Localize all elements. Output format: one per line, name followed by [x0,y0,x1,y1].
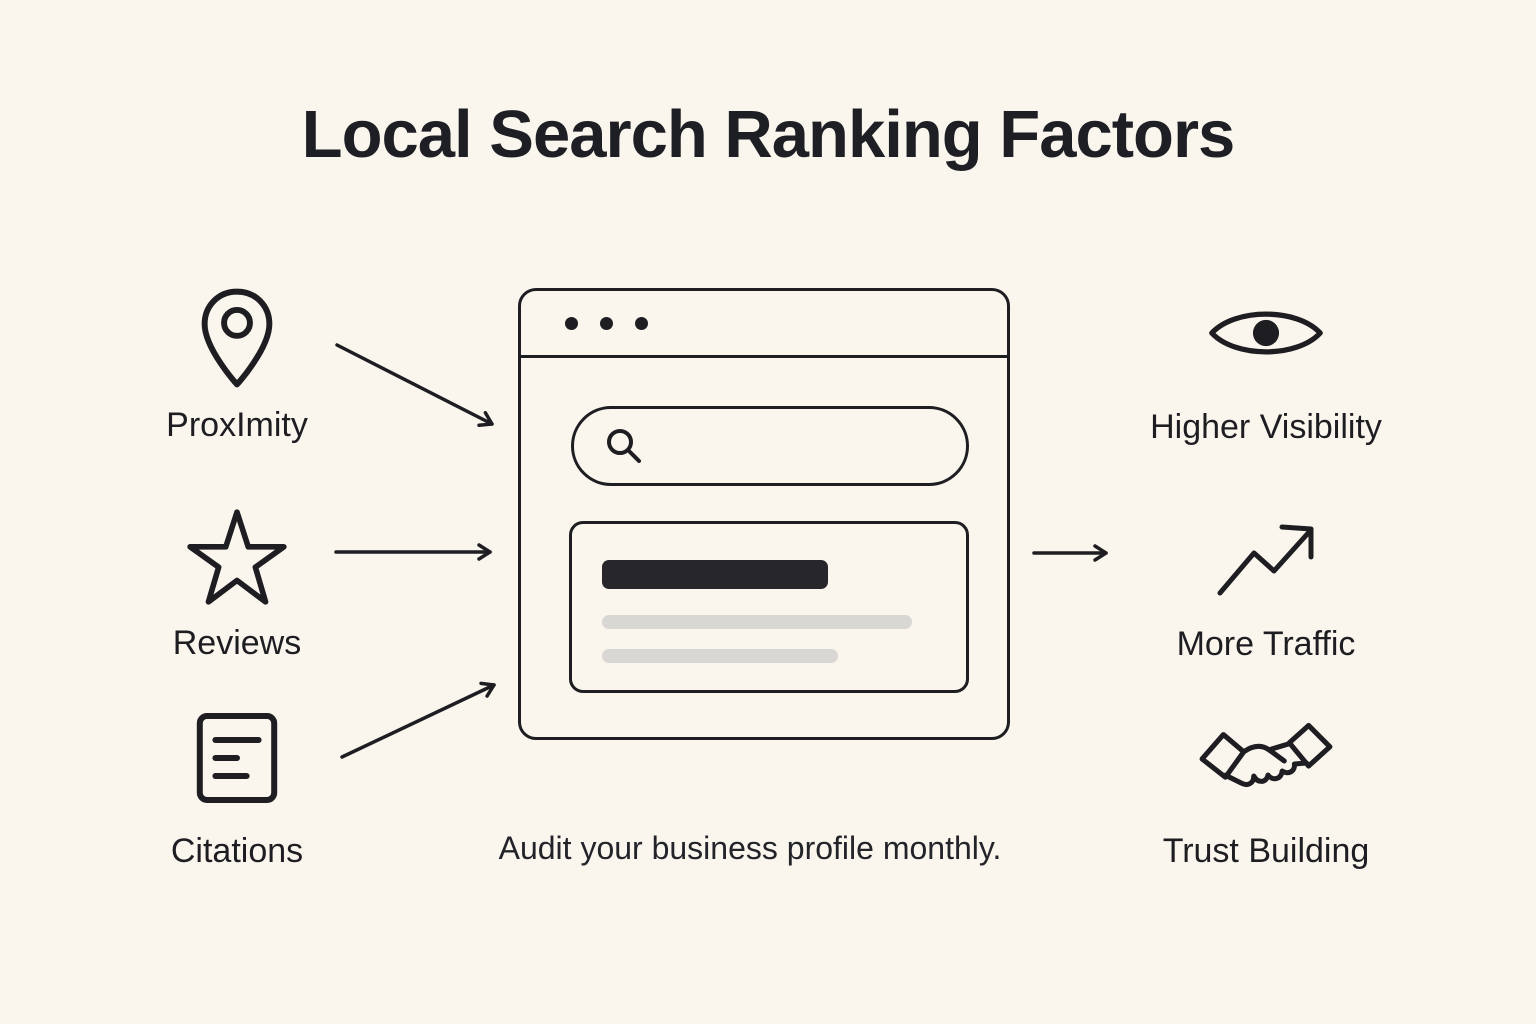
location-pin-icon [196,286,278,390]
factor-item-citations: Citations [87,710,387,871]
caption: Audit your business profile monthly. [498,830,1002,866]
search-bar [571,406,969,486]
result-title-bar [602,560,828,589]
window-dot [565,316,578,330]
citation-document-icon [191,710,283,806]
result-card [569,521,969,693]
result-text-line [602,615,912,629]
result-text-line [602,649,838,663]
outcome-item-traffic: More Traffic [1116,505,1416,664]
outcome-item-visibility: Higher Visibility [1116,300,1416,447]
outcome-label-traffic: More Traffic [1176,625,1356,663]
outcome-item-trust: Trust Building [1116,716,1416,871]
factor-label-proximity: ProxImity [166,406,308,444]
search-icon [602,424,646,468]
outcome-label-trust: Trust Building [1162,832,1370,870]
window-dot [635,316,648,330]
browser-window [518,288,1010,740]
handshake-icon [1195,716,1337,810]
page-title: Local Search Ranking Factors [301,97,1236,172]
factor-label-reviews: Reviews [172,624,302,662]
outcome-label-visibility: Higher Visibility [1150,408,1382,446]
factor-label-citations: Citations [170,832,304,870]
star-icon [184,506,290,608]
factor-item-proximity: ProxImity [87,286,387,445]
trending-up-icon [1212,505,1320,601]
browser-header [521,291,1007,358]
factor-item-reviews: Reviews [87,506,387,663]
window-dot [600,316,613,330]
eye-icon [1206,300,1326,366]
